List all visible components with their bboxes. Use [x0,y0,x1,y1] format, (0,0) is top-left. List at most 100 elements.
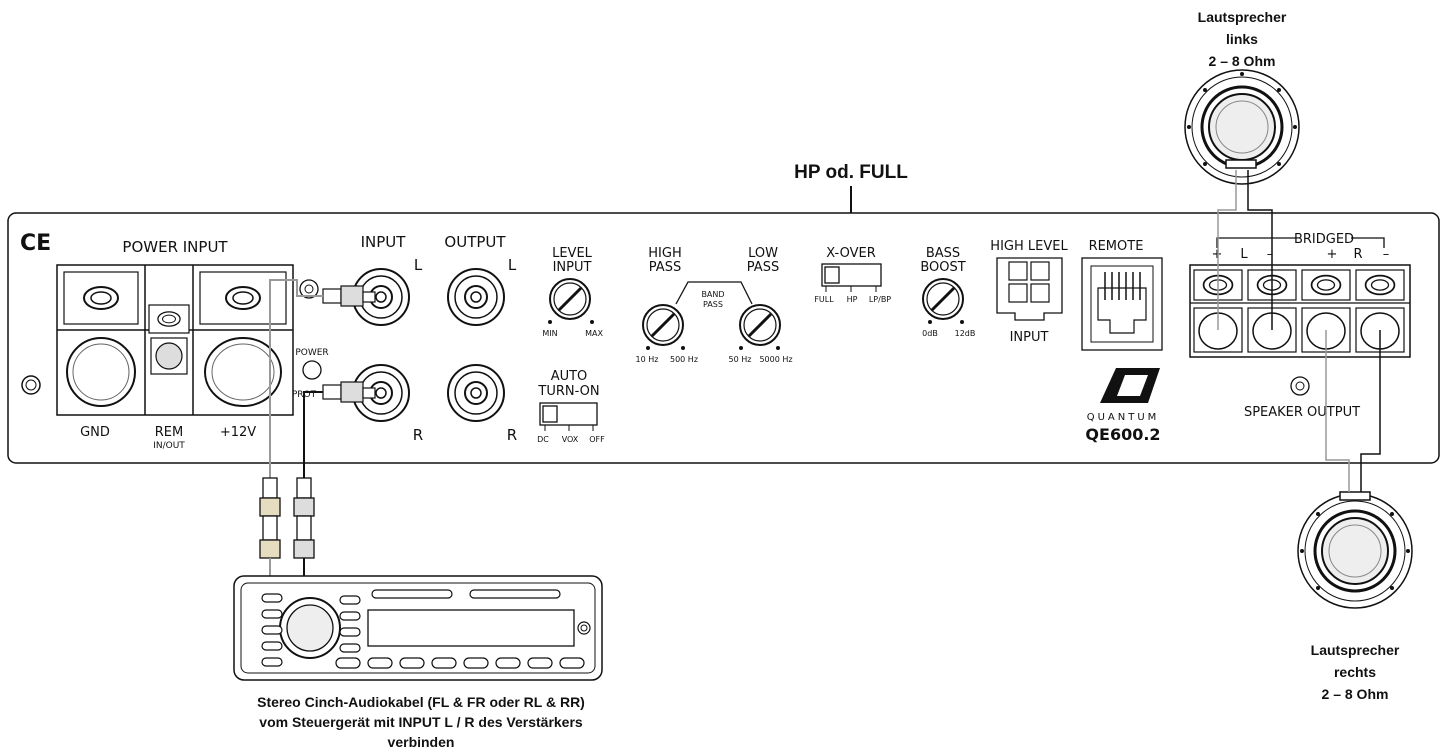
rca-plug-left [322,285,376,307]
lp-max-label: 5000 Hz [759,355,792,364]
xover-slider[interactable] [824,266,840,284]
auto-vox-label: VOX [562,435,579,444]
speaker-right-label-1: Lautsprecher [1311,642,1400,658]
output-ch-l: L [508,256,517,274]
auto-label-2: TURN-ON [537,384,599,399]
band-pass-label-2: PASS [703,300,723,309]
hp-min-label: 10 Hz [636,355,659,364]
gnd-screw [83,286,119,310]
bass-max-label: 12dB [955,329,976,338]
power-led-label: POWER [295,348,328,358]
rca-plug-pair [259,477,315,559]
xover-label: X-OVER [826,246,875,261]
level-input-label-1: LEVEL [552,246,593,261]
output-label: OUTPUT [444,233,506,251]
speaker-output-screw [1290,376,1310,396]
term-plus-r: + [1327,247,1338,262]
xover-hp-label: HP [847,295,858,304]
rca-cable-left [269,279,323,480]
xover-full-label: FULL [814,295,834,304]
auto-label-1: AUTO [551,369,588,384]
speaker-right-label-2: rechts [1334,664,1376,680]
esx-logo [1100,368,1160,403]
bass-boost-label-2: BOOST [920,260,965,275]
high-pass-label-1: HIGH [648,246,681,261]
speaker-right [1296,492,1414,610]
level-max-label: MAX [585,329,603,338]
speaker-left-label-1: Lautsprecher [1198,9,1287,25]
bass-boost-knob[interactable] [921,277,965,321]
xover-annotation: HP od. FULL [794,162,908,183]
caption-line-2: vom Steuergerät mit INPUT L / R des Vers… [259,714,583,730]
level-min-label: MIN [542,329,557,338]
gnd-label: GND [80,425,110,440]
remote-label: REMOTE [1089,239,1144,254]
rca-plug-right [322,381,376,403]
gnd-terminal [66,337,136,407]
term-minus-r: – [1383,247,1390,262]
power-led [302,360,322,380]
bass-boost-label-1: BASS [926,246,960,261]
term-screw-minus-r [1364,274,1396,296]
plus12v-terminal [204,337,282,407]
bridged-label: BRIDGED [1294,232,1354,247]
caption-line-1: Stereo Cinch-Audiokabel (FL & FR oder RL… [257,694,585,710]
speaker-right-terminal [1339,491,1371,501]
speaker-left-terminal [1225,159,1257,169]
input-ground-screw [299,279,319,299]
ce-mark: CE [20,231,51,256]
speaker-output-label: SPEAKER OUTPUT [1244,405,1360,420]
output-r-jack[interactable] [447,364,505,422]
auto-dc-label: DC [537,435,549,444]
band-pass-label-1: BAND [701,290,724,299]
rem-sub-label: IN/OUT [153,441,185,451]
model-label: QE600.2 [1085,425,1160,444]
term-minus-l: – [1267,247,1274,262]
xover-lpbp-label: LP/BP [869,295,891,304]
level-input-knob[interactable] [548,277,592,321]
hp-max-label: 500 Hz [670,355,698,364]
high-level-connector[interactable] [996,257,1063,321]
term-l: L [1240,247,1248,262]
term-plus-l: + [1212,247,1223,262]
bass-min-label: 0dB [922,329,938,338]
input-label: INPUT [361,233,407,251]
brand-sub-label: QUANTUM [1087,412,1160,423]
panel-screw-left [21,375,41,395]
high-level-input-label: INPUT [1010,330,1049,345]
wire-left-minus [1247,170,1273,330]
high-pass-label-2: PASS [649,260,681,275]
wire-right-minus [1360,330,1381,492]
level-input-label-2: INPUT [553,260,592,275]
term-r: R [1353,247,1362,262]
high-pass-knob[interactable] [641,303,685,347]
auto-turn-on-slider[interactable] [542,405,558,423]
low-pass-knob[interactable] [738,303,782,347]
speaker-left-label-3: 2 – 8 Ohm [1209,53,1276,69]
auto-off-label: OFF [589,435,605,444]
rca-cable-right [303,391,323,480]
speaker-left-label-2: links [1226,31,1258,47]
output-ch-r: R [507,426,517,444]
caption-line-3: verbinden [388,734,455,750]
band-pass-bracket [675,281,753,305]
rem-label: REM [155,425,183,440]
head-unit-display [367,609,575,647]
rem-screw [157,311,181,327]
output-l-jack[interactable] [447,268,505,326]
low-pass-label-2: PASS [747,260,779,275]
lp-min-label: 50 Hz [729,355,752,364]
plus12v-label: +12V [220,425,256,440]
low-pass-label-1: LOW [748,246,778,261]
head-unit [233,575,603,681]
wire-left-plus [1217,170,1237,330]
input-ch-r: R [413,426,423,444]
wire-right-plus [1325,330,1350,492]
power-input-label: POWER INPUT [122,238,228,256]
speaker-right-label-3: 2 – 8 Ohm [1322,686,1389,702]
plus12v-screw [225,286,261,310]
rem-terminal [155,342,183,370]
term-screw-plus-r [1310,274,1342,296]
input-ch-l: L [414,256,423,274]
